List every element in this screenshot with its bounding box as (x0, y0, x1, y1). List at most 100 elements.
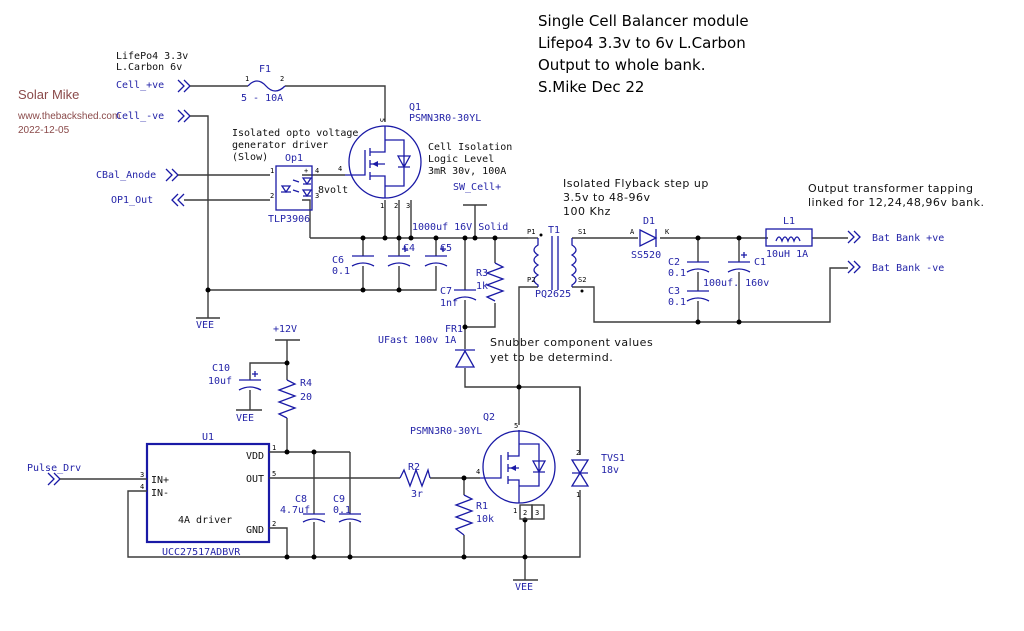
port-arrow-in-icon (171, 193, 185, 207)
fr1-value: UFast 100v 1A (378, 335, 456, 346)
resistor-r2[interactable]: R2 3r (399, 462, 431, 500)
opto-body (275, 165, 313, 211)
port-bat-neg[interactable]: Bat Bank -ve (847, 260, 944, 274)
port-cell-neg-label: Cell_-ve (116, 111, 164, 122)
u1-pin-out: OUT (246, 474, 264, 485)
power-12v: +12V (273, 324, 300, 341)
inductor-body (765, 228, 813, 247)
d1-part: SS520 (631, 250, 661, 261)
inductor-l1[interactable]: L1 10uH 1A (765, 216, 813, 260)
resistor-r3[interactable]: R3 1k (476, 262, 505, 302)
tvs1-value: 18v (601, 465, 619, 476)
opto-op1[interactable]: 1 2 + 4 3 Op1 TLP3906 8volt (268, 153, 348, 225)
port-arrow-icon (165, 168, 179, 182)
title-block: Single Cell Balancer module Lifepo4 3.3v… (538, 12, 749, 96)
r4-ref: R4 (300, 378, 312, 389)
ground-vee-1: VEE (196, 317, 220, 331)
vee-label: VEE (515, 582, 533, 593)
fuse-f1[interactable]: F1 1 2 5 - 10A (241, 64, 286, 104)
note-flyback-3: 100 Khz (563, 205, 611, 218)
capacitor-c10[interactable]: C10 10uf (208, 363, 262, 391)
c1-value: 100uf. 160v (703, 278, 769, 289)
note-opto-3: (Slow) (232, 152, 268, 163)
capacitor-c7[interactable]: C7 1nf (440, 286, 477, 309)
svg-text:4: 4 (338, 165, 342, 173)
v12-label: +12V (273, 324, 297, 335)
t1-p2: P2 (527, 276, 535, 284)
capacitor-c1[interactable]: C1 100uf. 160v (703, 252, 769, 289)
port-bat-pos-label: Bat Bank +ve (872, 233, 944, 244)
q1-part: PSMN3R0-30YL (409, 113, 481, 124)
c7-ref: C7 (440, 286, 452, 297)
capacitor-c6[interactable]: C6 0.1 (332, 255, 375, 277)
transformer-primary (533, 238, 540, 287)
svg-text:1: 1 (576, 491, 580, 499)
l1-value: 10uH 1A (766, 249, 808, 260)
svg-text:3: 3 (406, 202, 410, 210)
r4-value: 20 (300, 392, 312, 403)
transformer-secondary (570, 238, 577, 287)
port-op1-out-label: OP1_Out (111, 195, 153, 206)
sw-cell-label: SW_Cell+ (453, 182, 501, 193)
diode-fr1[interactable]: FR1 UFast 100v 1A (378, 324, 476, 368)
transformer-core (551, 236, 559, 290)
capacitor-c4[interactable]: C4 1000uf 16V Solid (387, 222, 508, 267)
port-cell-pos[interactable]: Cell_+ve (116, 79, 191, 93)
port-pulse-drv[interactable]: Pulse_Drv (27, 463, 81, 486)
c10-ref: C10 (212, 363, 230, 374)
port-cbal-anode[interactable]: CBal_Anode (96, 168, 179, 182)
tvs-diode-tvs1[interactable]: 2 1 TVS1 18v (570, 387, 625, 499)
capacitor-c5[interactable]: C5 (424, 243, 452, 267)
note-q1-3: 3mR 30v, 100A (428, 166, 506, 177)
capacitor-c2[interactable]: C2 0.1 (668, 257, 710, 279)
svg-text:2: 2 (576, 449, 580, 457)
u1-pin-gnd: GND (246, 525, 264, 536)
sw-cell-net[interactable]: SW_Cell+ (453, 182, 501, 206)
c4-ref: C4 (403, 243, 415, 254)
r1-value: 10k (476, 514, 494, 525)
fuse-icon (247, 80, 286, 92)
port-cell-neg[interactable]: Cell_-ve (116, 109, 191, 123)
capacitor-c9[interactable]: C9 0.1 (333, 494, 362, 523)
note-q1-1: Cell Isolation (428, 142, 512, 153)
resistor-r4[interactable]: R4 20 (277, 378, 312, 419)
port-op1-out[interactable]: OP1_Out (111, 193, 185, 207)
tvs1-ref: TVS1 (601, 453, 625, 464)
port-bat-neg-label: Bat Bank -ve (872, 263, 944, 274)
watermark-site[interactable]: www.thebackshed.com (17, 111, 120, 122)
c3-value: 0.1 (668, 297, 686, 308)
c2-value: 0.1 (668, 268, 686, 279)
r2-value: 3r (411, 489, 423, 500)
c9-value: 0.1 (333, 505, 351, 516)
op1-ref: Op1 (285, 153, 303, 164)
diode-d1[interactable]: D1 SS520 A K (630, 216, 670, 261)
f1-pin2: 2 (280, 75, 284, 83)
svg-text:3: 3 (535, 509, 539, 517)
mosfet-q1[interactable]: 5 1 2 3 4 Q1 PSMN3R0-30YL (338, 102, 481, 210)
c8-value: 4.7uf (280, 505, 310, 516)
svg-text:1: 1 (270, 167, 274, 175)
svg-text:5: 5 (378, 118, 386, 122)
port-bat-pos[interactable]: Bat Bank +ve (847, 230, 944, 244)
ground-vee-2: VEE (236, 409, 262, 424)
svg-text:2: 2 (272, 520, 276, 528)
mosfet-q2[interactable]: 5 1 2 3 4 Q2 PSMN3R0-30YL (410, 412, 556, 520)
note-snubber-1: Snubber component values (490, 336, 653, 349)
resistor-r1[interactable]: R1 10k (454, 494, 494, 536)
c10-value: 10uf (208, 376, 232, 387)
t1-part: PQ2625 (535, 289, 571, 300)
junctions (205, 235, 742, 560)
c6-value: 0.1 (332, 266, 350, 277)
ic-u1[interactable]: U1 UCC27517ADBVR 4A driver VDD OUT GND I… (140, 432, 276, 558)
transformer-t1[interactable]: T1 PQ2625 P1 P2 S1 S2 (527, 225, 586, 300)
capacitor-c8[interactable]: C8 4.7uf (280, 494, 326, 523)
op1-out-label: 8volt (318, 185, 348, 196)
title-line-1: Single Cell Balancer module (538, 12, 749, 30)
u1-pin-inp: IN+ (151, 475, 169, 486)
watermark-date: 2022-12-05 (18, 125, 70, 136)
capacitor-c3[interactable]: C3 0.1 (668, 286, 710, 308)
op1-part: TLP3906 (268, 214, 310, 225)
diode-icon (454, 349, 476, 368)
q2-part: PSMN3R0-30YL (410, 426, 482, 437)
note-output-1: Output transformer tapping (808, 182, 973, 195)
